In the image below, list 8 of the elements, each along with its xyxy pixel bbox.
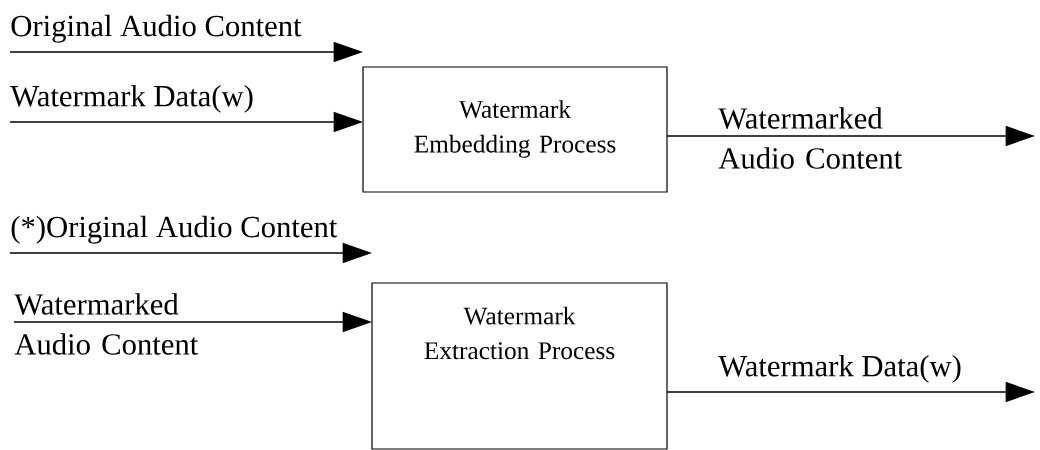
edge-label: Original Audio Content — [11, 14, 302, 43]
edge-label: (*)Original Audio Content — [11, 215, 338, 244]
edge-label: Watermarked Audio Content — [14, 293, 199, 355]
edge-label: Watermark Data(w) — [10, 84, 253, 113]
process-box: Watermark Embedding Process — [362, 66, 668, 193]
process-box: Watermark Extraction Process — [371, 282, 668, 450]
edge-label: Watermark Data(w) — [718, 354, 961, 383]
edge-label: Watermarked Audio Content — [718, 107, 903, 169]
